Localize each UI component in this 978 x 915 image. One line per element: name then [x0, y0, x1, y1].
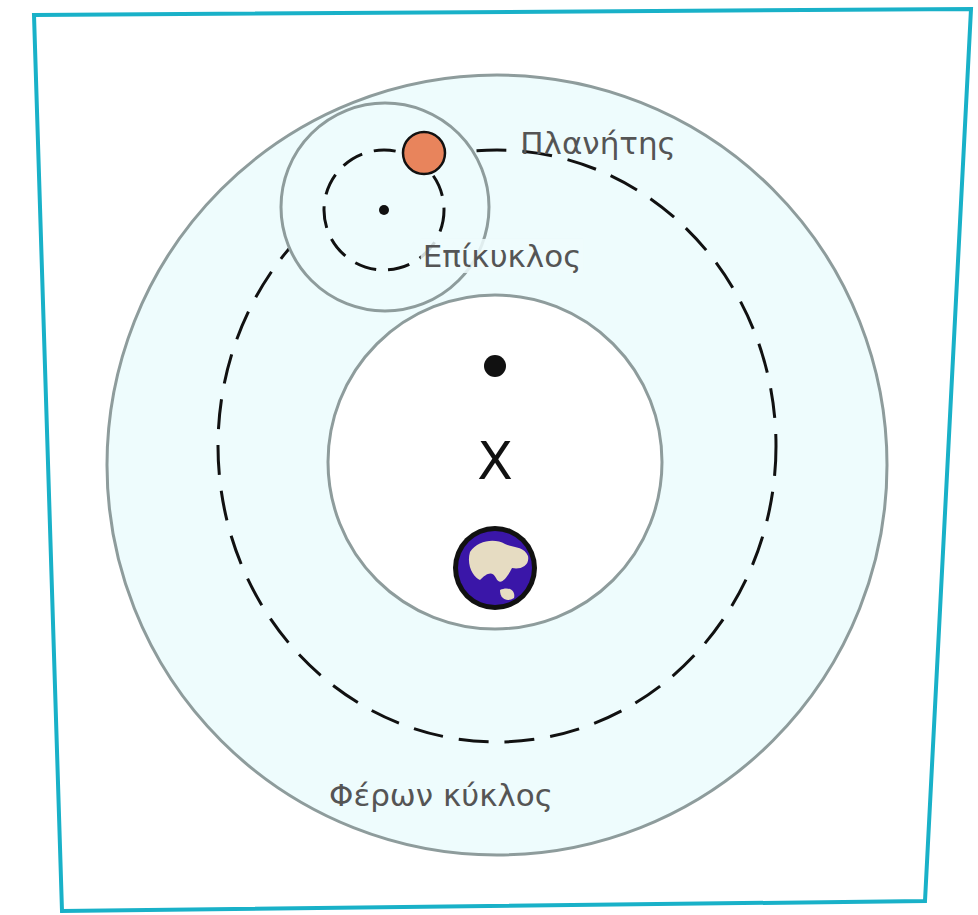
center-dot [484, 355, 506, 377]
earth [453, 526, 537, 610]
planet-label: Πλανήτης [518, 126, 678, 160]
equant-mark: X [475, 433, 515, 490]
outer-sphere [107, 75, 887, 855]
deferent-label: Φέρων κύκλος [327, 778, 555, 812]
planet [403, 132, 445, 174]
inner-sphere [328, 295, 662, 629]
frame [34, 9, 971, 911]
epicycle-center [379, 205, 389, 215]
epicycle-sphere [281, 103, 489, 311]
epicycle-label: Επίκυκλος [421, 239, 584, 273]
